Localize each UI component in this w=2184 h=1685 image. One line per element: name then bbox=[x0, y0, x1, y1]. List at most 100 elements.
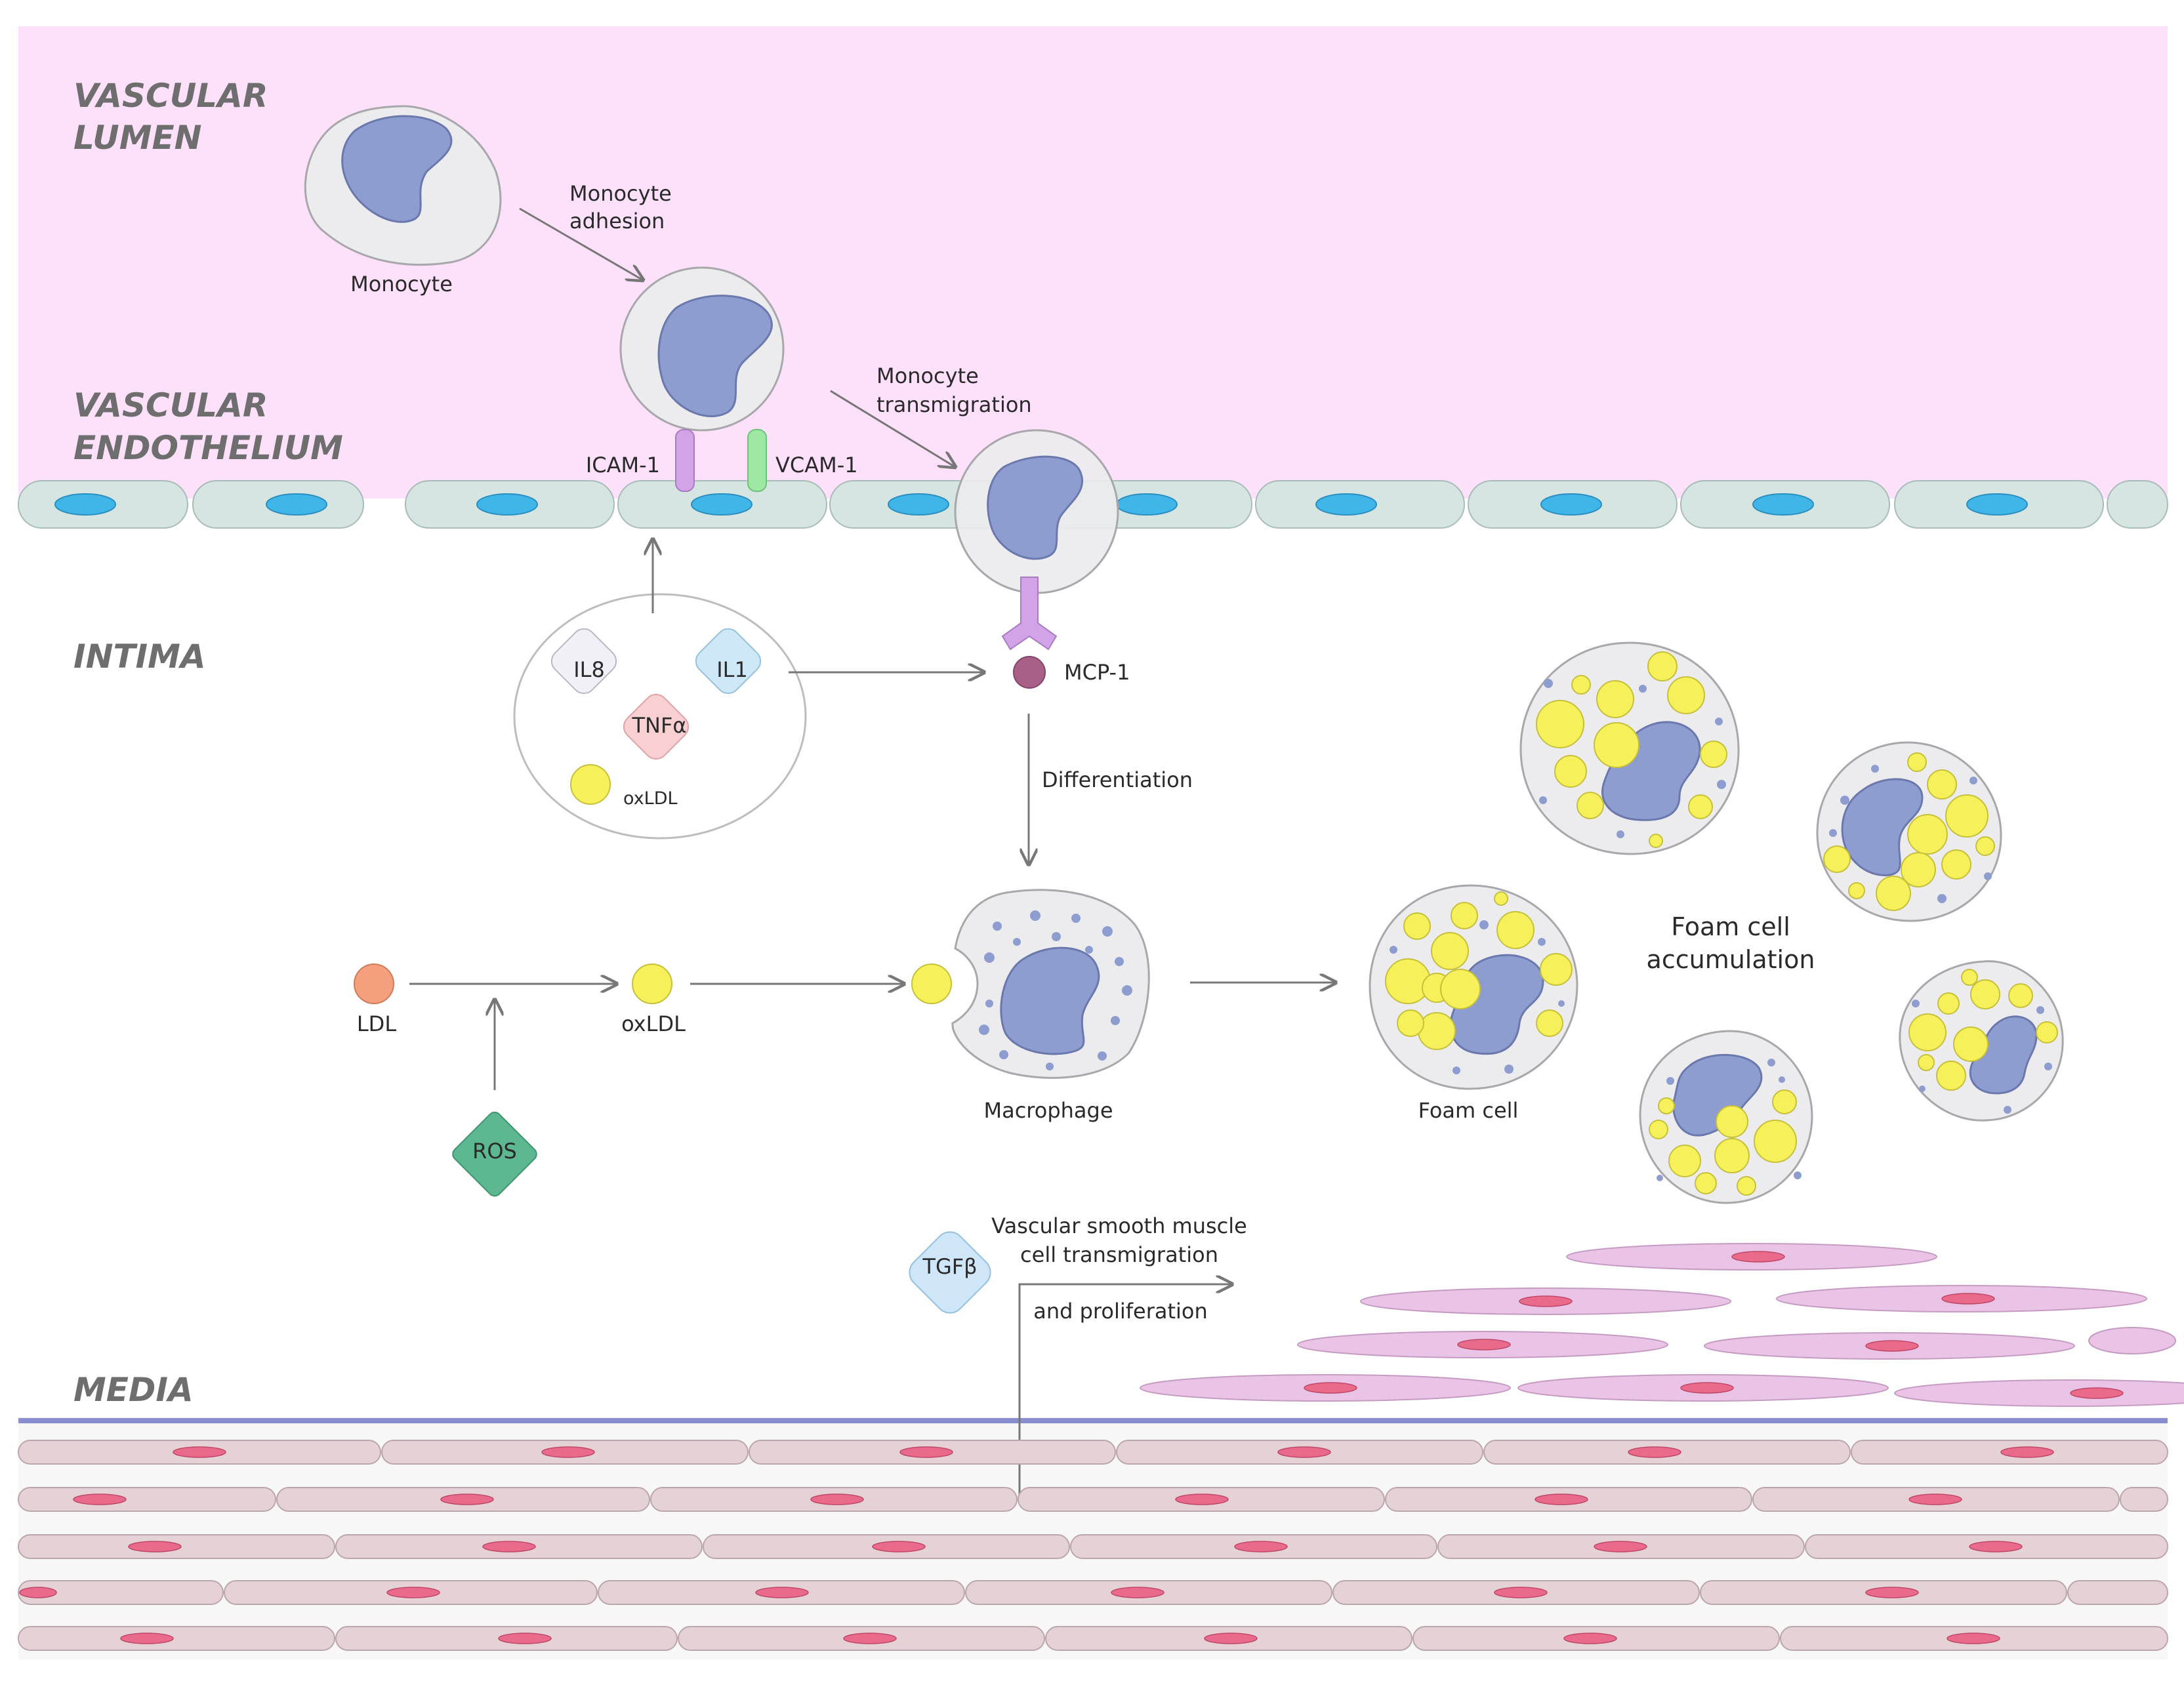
region-label-endothelium: ENDOTHELIUM bbox=[73, 429, 343, 467]
smooth-muscle-cell bbox=[1140, 1374, 1511, 1402]
oxldl-small-label: oxLDL bbox=[623, 788, 678, 809]
endothelial-cell bbox=[1255, 480, 1465, 529]
vsmc-migration-label: Vascular smooth muscle bbox=[991, 1213, 1247, 1238]
foam-cell bbox=[1816, 741, 2002, 922]
smooth-muscle-cell bbox=[1483, 1440, 1851, 1465]
smooth-muscle-cell bbox=[1851, 1440, 2168, 1465]
region-label-media: MEDIA bbox=[73, 1371, 194, 1409]
smooth-muscle-cell bbox=[1894, 1379, 2184, 1407]
macrophage-label: Macrophage bbox=[983, 1098, 1113, 1123]
smooth-muscle-cell bbox=[224, 1580, 598, 1605]
foam-cell bbox=[1369, 884, 1578, 1090]
intima-smooth-muscle-cells bbox=[1140, 1243, 2184, 1407]
endothelial-cell bbox=[405, 480, 615, 529]
smooth-muscle-cell bbox=[2120, 1487, 2168, 1512]
adhered-monocyte-cell bbox=[619, 266, 785, 432]
transmigration-arrow bbox=[830, 390, 955, 467]
smooth-muscle-cell bbox=[1070, 1534, 1437, 1559]
foam-cell-accumulation-label: accumulation bbox=[1647, 945, 1815, 974]
smooth-muscle-cell bbox=[1805, 1534, 2168, 1559]
transmigration-label: transmigration bbox=[876, 392, 1032, 417]
smooth-muscle-cell bbox=[678, 1626, 1045, 1651]
smooth-muscle-cell bbox=[1776, 1285, 2147, 1312]
smooth-muscle-cell bbox=[1752, 1487, 2120, 1512]
smooth-muscle-cell bbox=[598, 1580, 965, 1605]
ros-diamond bbox=[452, 1111, 537, 1197]
smooth-muscle-cell bbox=[381, 1440, 749, 1465]
foam-cell bbox=[1519, 641, 1740, 855]
smooth-muscle-cell bbox=[703, 1534, 1070, 1559]
smooth-muscle-cell bbox=[1517, 1374, 1889, 1402]
smooth-muscle-cell bbox=[18, 1580, 224, 1605]
smooth-muscle-cell bbox=[1704, 1332, 2075, 1360]
oxldl-particle bbox=[911, 964, 952, 1004]
ldl-label: LDL bbox=[357, 1011, 396, 1036]
tgfb-label: TGFβ bbox=[922, 1254, 977, 1279]
il8-label: IL8 bbox=[573, 657, 605, 682]
vascular-lumen-background bbox=[18, 26, 2168, 498]
foam-cell bbox=[1639, 1030, 1813, 1204]
mcp-1-ligand bbox=[1013, 656, 1046, 689]
adhesion-label: Monocyte bbox=[569, 181, 672, 206]
smooth-muscle-cell bbox=[1700, 1580, 2067, 1605]
smooth-muscle-cell bbox=[276, 1487, 650, 1512]
smooth-muscle-cell bbox=[1297, 1331, 1668, 1358]
smooth-muscle-cell bbox=[650, 1487, 1018, 1512]
smooth-muscle-cell bbox=[749, 1440, 1116, 1465]
transmigrating-monocyte-cell bbox=[954, 429, 1119, 594]
il1-diamond bbox=[695, 628, 762, 695]
macrophage-cell bbox=[951, 889, 1150, 1079]
mcp-1-label: MCP-1 bbox=[1064, 660, 1130, 685]
smooth-muscle-cell bbox=[335, 1626, 678, 1651]
smooth-muscle-cell bbox=[1566, 1243, 1937, 1270]
smooth-muscle-cell bbox=[18, 1487, 276, 1512]
foam-cell-accumulation-label: Foam cell bbox=[1671, 912, 1790, 941]
ros-label: ROS bbox=[472, 1139, 517, 1164]
smooth-muscle-cell bbox=[1116, 1440, 1483, 1465]
differentiation-label: Differentiation bbox=[1042, 767, 1193, 792]
smooth-muscle-cell bbox=[965, 1580, 1332, 1605]
adhesion-label: adhesion bbox=[569, 209, 665, 233]
smooth-muscle-cell bbox=[1332, 1580, 1700, 1605]
mcp-1-receptor bbox=[1001, 577, 1058, 651]
icam-1-label: ICAM-1 bbox=[586, 453, 660, 477]
oxldl-particle bbox=[632, 964, 672, 1004]
region-label-endothelium: VASCULAR bbox=[73, 386, 268, 424]
vcam-1-label: VCAM-1 bbox=[775, 453, 858, 477]
vsmc-migration-label: and proliferation bbox=[1033, 1299, 1208, 1324]
vsmc-migration-label: cell transmigration bbox=[1020, 1242, 1218, 1267]
smooth-muscle-cell bbox=[1360, 1288, 1731, 1315]
endothelial-cell bbox=[1680, 480, 1890, 529]
region-label-intima: INTIMA bbox=[73, 638, 206, 676]
transmigration-label: Monocyte bbox=[876, 363, 979, 388]
smooth-muscle-cell bbox=[335, 1534, 703, 1559]
endothelial-cell bbox=[18, 480, 188, 529]
endothelial-cell bbox=[1468, 480, 1678, 529]
foam-cell-label: Foam cell bbox=[1418, 1098, 1519, 1123]
endothelial-cell bbox=[192, 480, 364, 529]
vcam-1-receptor bbox=[747, 429, 767, 492]
smooth-muscle-cell bbox=[2067, 1580, 2168, 1605]
oxldl-label: oxLDL bbox=[621, 1011, 686, 1036]
media-smooth-muscle-layer bbox=[18, 1440, 2168, 1651]
smooth-muscle-cell bbox=[18, 1534, 335, 1559]
smooth-muscle-cell bbox=[18, 1626, 335, 1651]
smooth-muscle-cell bbox=[1412, 1626, 1780, 1651]
adhesion-arrow bbox=[519, 207, 643, 280]
smooth-muscle-cell bbox=[1018, 1487, 1385, 1512]
monocyte-label: Monocyte bbox=[350, 272, 453, 296]
oxldl-particle bbox=[570, 764, 611, 805]
smooth-muscle-cell bbox=[2088, 1327, 2176, 1354]
region-label-lumen: LUMEN bbox=[73, 119, 201, 157]
il8-diamond bbox=[550, 628, 617, 695]
endothelial-cell bbox=[617, 480, 827, 529]
ldl-particle bbox=[354, 964, 394, 1004]
tgfb-diamond bbox=[909, 1231, 991, 1314]
endothelial-cell bbox=[2107, 480, 2168, 529]
monocyte-cell bbox=[304, 105, 502, 266]
smooth-muscle-cell bbox=[1780, 1626, 2168, 1651]
smooth-muscle-cell bbox=[1385, 1487, 1752, 1512]
foam-cell bbox=[1899, 960, 2064, 1122]
smooth-muscle-cell bbox=[1045, 1626, 1412, 1651]
